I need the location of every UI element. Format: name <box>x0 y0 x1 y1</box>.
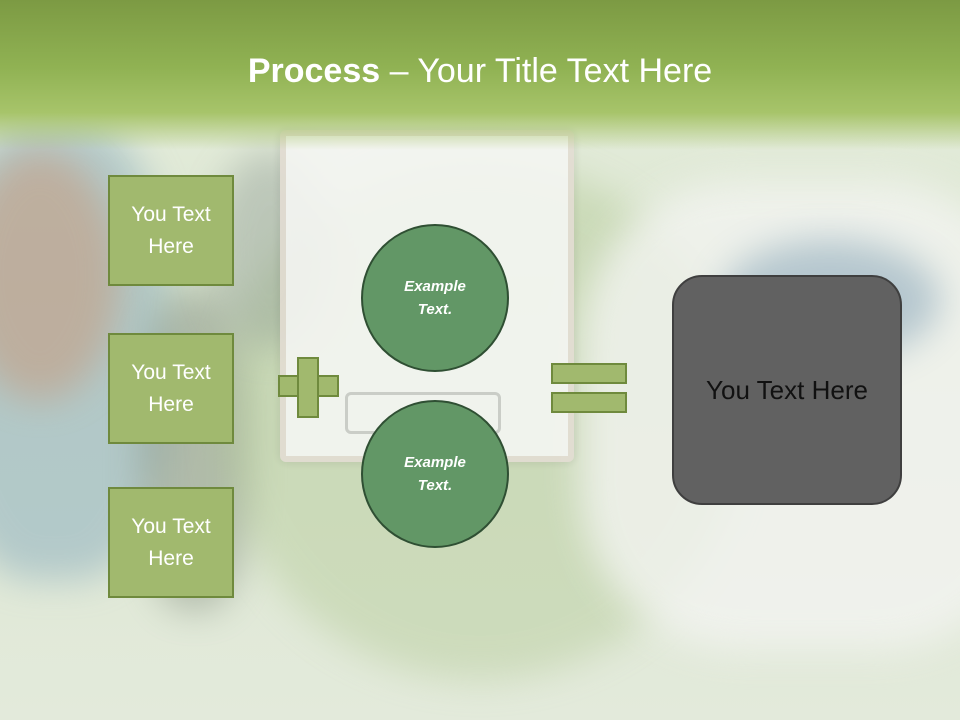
text-box-line: You Text <box>131 202 211 226</box>
equals-bottom-bar <box>551 392 627 413</box>
example-circle-1: Example Text. <box>361 224 509 372</box>
text-box-line: Here <box>148 234 194 258</box>
slide-title: Process – Your Title Text Here <box>0 52 960 91</box>
equals-top-bar <box>551 363 627 384</box>
circle-line: Text. <box>417 301 453 318</box>
result-text: You Text Here <box>706 374 868 405</box>
circle-line: Example <box>404 454 466 471</box>
title-rest: – Your Title Text Here <box>380 52 713 90</box>
text-box-line: You Text <box>131 514 211 538</box>
text-box-2: You Text Here <box>108 333 234 444</box>
example-circle-2: Example Text. <box>361 400 509 548</box>
title-bar: Process – Your Title Text Here <box>0 0 960 150</box>
result-box: You Text Here <box>672 275 902 505</box>
text-box-line: Here <box>148 392 194 416</box>
title-bold: Process <box>247 52 381 90</box>
plus-center <box>299 377 317 395</box>
circle-line: Text. <box>417 477 453 494</box>
text-box-3: You Text Here <box>108 487 234 598</box>
text-box-line: Here <box>148 546 194 570</box>
text-box-1: You Text Here <box>108 175 234 286</box>
text-box-line: You Text <box>131 360 211 384</box>
circle-line: Example <box>404 278 466 295</box>
